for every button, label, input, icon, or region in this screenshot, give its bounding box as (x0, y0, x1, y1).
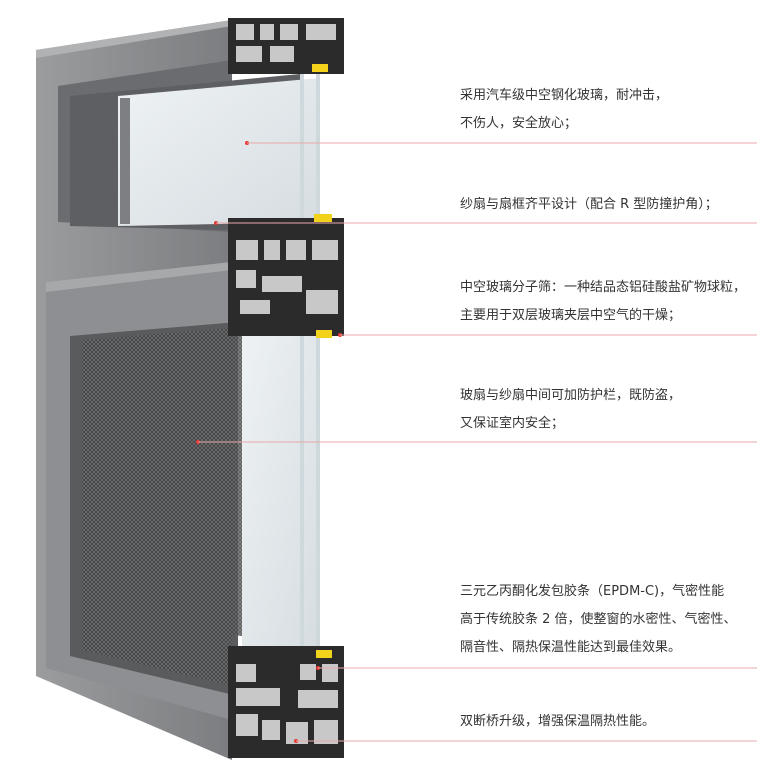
annotation-line: 纱扇与扇框齐平设计（配合 R 型防撞护角）； (460, 197, 718, 212)
annotation-line: 隔音性、隔热保温性能达到最佳效果。 (460, 640, 682, 655)
annotation-line: 双断桥升级，增强保温隔热性能。 (460, 714, 656, 729)
annotation-molecular-sieve: 中空玻璃分子筛：一种结品态铝硅酸盐矿物球粒， 主要用于双层玻璃夹层中空气的干燥； (460, 274, 746, 330)
annotation-epdm-seal: 三元乙丙酮化发包胶条（EPDM-C)，气密性能 高于传统胶条 2 倍，使整窗的水… (460, 578, 737, 662)
upper-glass-pane (70, 74, 320, 232)
annotation-line: 不伤人，安全放心； (460, 116, 578, 131)
leader-lines (196, 141, 757, 743)
annotation-line: 又保证室内安全； (460, 416, 565, 431)
annotation-guard-rail: 玻扇与纱扇中间可加防护栏，既防盗， 又保证室内安全； (460, 382, 681, 438)
annotation-line: 中空玻璃分子筛：一种结品态铝硅酸盐矿物球粒， (460, 280, 747, 295)
annotation-line: 玻扇与纱扇中间可加防护栏，既防盗， (460, 388, 682, 403)
annotation-line: 三元乙丙酮化发包胶条（EPDM-C)，气密性能 (460, 584, 725, 599)
annotation-flush-screen: 纱扇与扇框齐平设计（配合 R 型防撞护角）； (460, 191, 718, 219)
annotation-thermal-break: 双断桥升级，增强保温隔热性能。 (460, 708, 655, 736)
annotation-line: 主要用于双层玻璃夹层中空气的干燥； (460, 308, 682, 323)
annotation-line: 高于传统胶条 2 倍，使整窗的水密性、气密性、 (460, 612, 737, 627)
lower-screen-and-glass (70, 322, 320, 696)
aluminium-profile-section (228, 18, 344, 758)
annotation-line: 采用汽车级中空钢化玻璃，耐冲击， (460, 88, 669, 103)
annotation-tempered-glass: 采用汽车级中空钢化玻璃，耐冲击， 不伤人，安全放心； (460, 82, 668, 138)
